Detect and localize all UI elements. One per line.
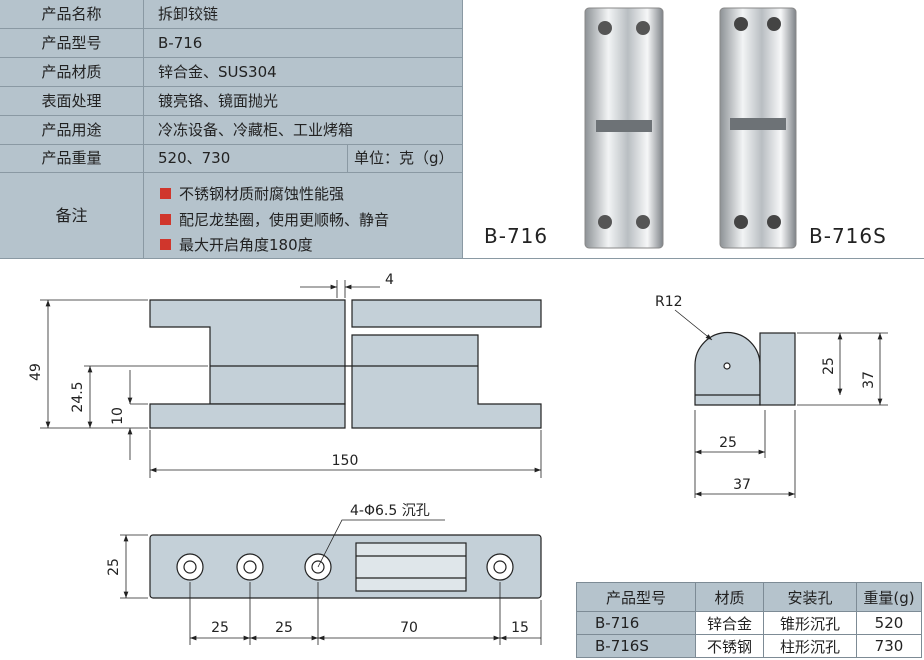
- bullet-icon: [160, 188, 171, 199]
- dim-outer-height: 37: [861, 371, 877, 389]
- header-cell: 材质: [695, 582, 764, 612]
- dim-pitch: 25: [211, 620, 229, 636]
- spec-label: 产品名称: [0, 0, 144, 28]
- remark-item: 最大开启角度180度: [160, 234, 313, 255]
- spec-row: 产品材质锌合金、SUS304: [0, 58, 462, 87]
- bottom-dimensions: [120, 519, 542, 645]
- remark-text: 最大开启角度180度: [179, 236, 313, 254]
- remarks-label: 备注: [0, 173, 144, 258]
- dim-gap: 4: [385, 272, 394, 288]
- remark-text: 不锈钢材质耐腐蚀性能强: [179, 185, 345, 203]
- hole-callout: 4-Φ6.5 沉孔: [350, 503, 430, 519]
- table-header: 产品型号 材质 安装孔 重量(g): [576, 582, 922, 612]
- hinge-photo-b716s: [719, 7, 797, 249]
- dim-inner-height: 25: [821, 357, 837, 375]
- dim-mid: 24.5: [70, 381, 86, 412]
- spec-label: 产品用途: [0, 116, 144, 144]
- table-cell: B-716: [576, 611, 696, 635]
- table-row: B-716 锌合金 锥形沉孔 520: [576, 611, 922, 635]
- side-view: [694, 331, 796, 406]
- dim-flange: 10: [110, 407, 126, 425]
- spec-label: 产品材质: [0, 58, 144, 86]
- side-dimensions: [674, 309, 888, 498]
- hinge-photo-b716: [584, 7, 664, 249]
- dim-pitch: 25: [275, 620, 293, 636]
- weight-unit: 单位：克（g）: [347, 144, 462, 172]
- bullet-icon: [160, 239, 171, 250]
- dim-height: 49: [28, 363, 44, 381]
- table-cell: 锌合金: [695, 611, 764, 635]
- dim-length: 150: [332, 453, 359, 469]
- table-cell: 不锈钢: [695, 634, 764, 658]
- dim-inner-width: 25: [719, 435, 737, 451]
- table-row: B-716S 不锈钢 柱形沉孔 730: [576, 634, 922, 658]
- spec-value: 冷冻设备、冷藏柜、工业烤箱: [158, 121, 354, 139]
- table-cell: 锥形沉孔: [763, 611, 857, 635]
- spec-value: 锌合金、SUS304: [158, 63, 277, 81]
- remark-text: 配尼龙垫圈，使用更顺畅、静音: [179, 211, 390, 229]
- spec-value: B-716: [158, 34, 203, 52]
- remark-item: 配尼龙垫圈，使用更顺畅、静音: [160, 209, 389, 230]
- dim-bottom-width: 25: [106, 558, 122, 576]
- spec-table: 产品名称拆卸铰链 产品型号 B-716 产品材质锌合金、SUS304 表面处理镀亮…: [0, 0, 463, 259]
- spec-label: 产品型号: [0, 29, 144, 57]
- spec-value: 镀亮铬、镜面抛光: [158, 92, 279, 110]
- spec-value: 520、730: [158, 149, 231, 167]
- spec-value: 拆卸铰链: [158, 5, 219, 23]
- table-cell: 柱形沉孔: [763, 634, 857, 658]
- spec-row: 产品重量 520、730 单位：克（g）: [0, 144, 462, 173]
- table-cell: 730: [856, 634, 922, 658]
- photo-label-b716s: B-716S: [809, 224, 887, 248]
- table-cell: 520: [856, 611, 922, 635]
- spec-row: 表面处理镀亮铬、镜面抛光: [0, 87, 462, 116]
- spec-row: 产品型号 B-716: [0, 29, 462, 58]
- dim-outer-width: 37: [733, 477, 751, 493]
- remark-item: 不锈钢材质耐腐蚀性能强: [160, 183, 344, 204]
- header-cell: 产品型号: [576, 582, 696, 612]
- table-cell: B-716S: [576, 634, 696, 658]
- spec-row: 产品用途冷冻设备、冷藏柜、工业烤箱: [0, 116, 462, 145]
- bullet-icon: [160, 214, 171, 225]
- header-cell: 安装孔: [763, 582, 857, 612]
- dim-radius: R12: [655, 294, 683, 310]
- front-view: [149, 299, 542, 429]
- dim-edge: 15: [511, 620, 529, 636]
- remarks: 备注 不锈钢材质耐腐蚀性能强 配尼龙垫圈，使用更顺畅、静音 最大开启角度180度: [0, 173, 462, 258]
- model-table: 产品型号 材质 安装孔 重量(g) B-716 锌合金 锥形沉孔 520 B-7…: [576, 582, 922, 658]
- photo-label-b716: B-716: [484, 224, 549, 248]
- spec-label: 表面处理: [0, 87, 144, 115]
- front-dimensions: [40, 280, 542, 478]
- spec-label: 产品重量: [0, 144, 144, 172]
- bottom-view: [149, 534, 542, 599]
- header-cell: 重量(g): [856, 582, 922, 612]
- spec-row: 产品名称拆卸铰链: [0, 0, 462, 29]
- dim-pitch: 70: [400, 620, 418, 636]
- section-divider: [0, 258, 924, 259]
